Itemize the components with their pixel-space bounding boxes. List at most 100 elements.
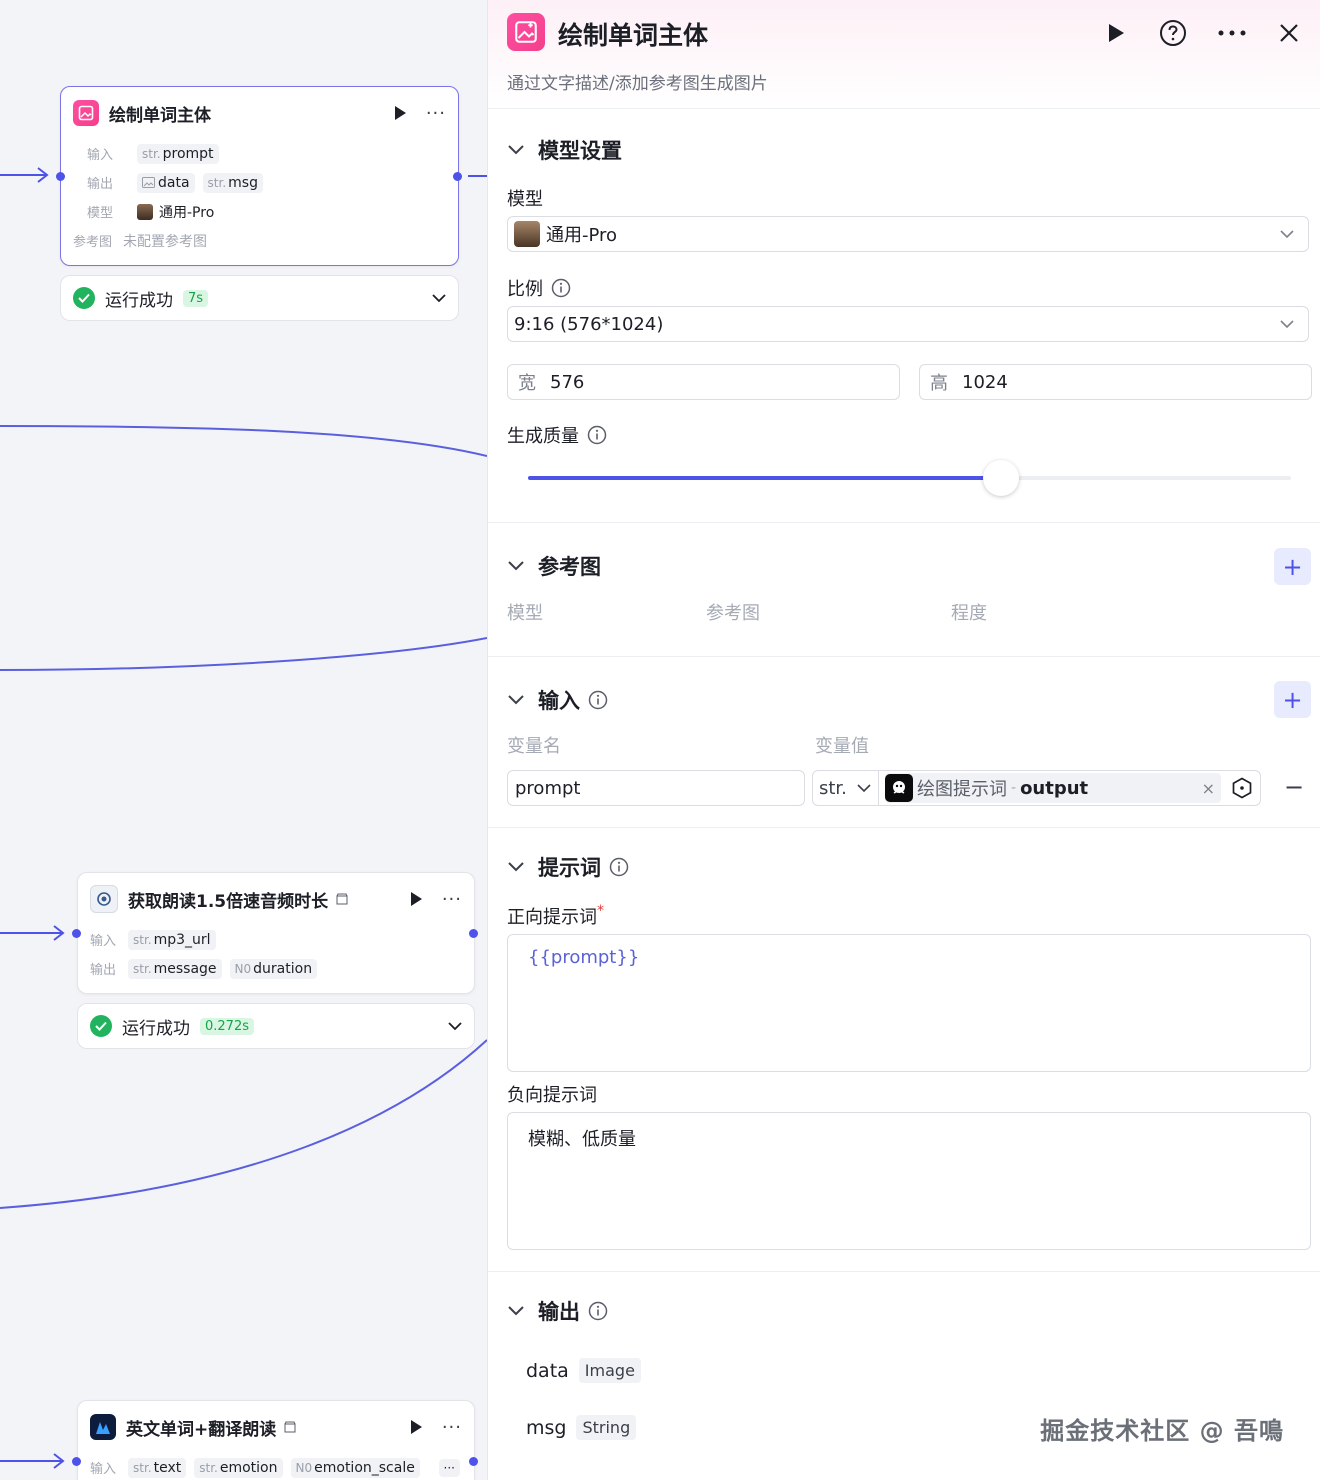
more-icon[interactable]: ···: [441, 1416, 462, 1438]
watermark: 掘金技术社区 @ 吾鳴: [1040, 1417, 1284, 1445]
output-tag-data: data: [137, 172, 195, 193]
input-port[interactable]: [72, 1457, 81, 1466]
node-title: 英文单词+翻译朗读: [126, 1419, 277, 1440]
section-header-input[interactable]: 输入: [508, 685, 608, 715]
node-audio-duration[interactable]: 获取朗读1.5倍速音频时长 ··· 输入 str.mp3_url 输出 str.…: [77, 872, 475, 994]
workflow-canvas[interactable]: 绘制单词主体 ··· 输入 str.prompt 输出 data str.msg…: [0, 0, 487, 1480]
output-port[interactable]: [469, 1457, 478, 1466]
output-tag-message: str.message: [128, 958, 222, 979]
node-draw-word[interactable]: 绘制单词主体 ··· 输入 str.prompt 输出 data str.msg…: [60, 86, 459, 266]
output-port[interactable]: [453, 172, 462, 181]
section-header-output[interactable]: 输出: [508, 1296, 608, 1326]
node-title: 绘制单词主体: [109, 105, 211, 126]
info-icon[interactable]: [609, 857, 629, 877]
chevron-down-icon[interactable]: [448, 1021, 462, 1031]
chevron-down-icon: [1280, 229, 1294, 238]
slider-fill: [528, 476, 1002, 480]
output-port[interactable]: [469, 929, 478, 938]
remove-input-button[interactable]: −: [1284, 773, 1305, 801]
info-icon[interactable]: [588, 690, 608, 710]
variable-picker-icon[interactable]: [1231, 777, 1253, 799]
section-header-prompt[interactable]: 提示词: [508, 852, 629, 882]
ratio-select[interactable]: 9:16 (576*1024): [507, 306, 1309, 342]
plugin-icon: [90, 885, 118, 913]
ref-value: 未配置参考图: [123, 233, 207, 250]
run-node-icon[interactable]: [410, 892, 422, 906]
run-status-node1[interactable]: 运行成功 7s: [60, 275, 459, 321]
positive-prompt-textarea[interactable]: {{prompt}}: [507, 934, 1311, 1072]
node-config-panel: 绘制单词主体 通过文字描述/添加参考图生成图片 模型设置 模型 通用-Pro 比…: [487, 0, 1320, 1480]
tts-icon: [90, 1414, 116, 1440]
input-port[interactable]: [72, 929, 81, 938]
chevron-down-icon[interactable]: [432, 293, 446, 303]
positive-prompt-label: 正向提示词 *: [507, 903, 604, 928]
success-icon: [90, 1015, 112, 1037]
ref-label: 参考图: [73, 235, 113, 250]
node-title: 获取朗读1.5倍速音频时长: [128, 891, 329, 912]
chevron-down-icon: [1280, 319, 1294, 328]
chevron-down-icon[interactable]: [508, 1306, 524, 1316]
close-icon[interactable]: [1274, 18, 1304, 48]
output-item: data Image: [526, 1358, 641, 1383]
ref-chip[interactable]: 绘图提示词 - output ×: [885, 773, 1221, 803]
input-label: 输入: [87, 148, 114, 163]
var-name-input[interactable]: prompt: [507, 770, 805, 806]
clear-icon[interactable]: ×: [1201, 778, 1215, 798]
help-icon[interactable]: [1158, 18, 1188, 48]
add-input-button[interactable]: +: [1274, 681, 1311, 718]
negative-prompt-label: 负向提示词: [507, 1085, 597, 1106]
input-tag-emotion: str.emotion: [194, 1457, 283, 1478]
image-gen-icon: [507, 13, 545, 51]
panel-description: 通过文字描述/添加参考图生成图片: [507, 74, 768, 94]
more-icon[interactable]: ···: [441, 888, 462, 910]
section-header-model[interactable]: 模型设置: [508, 135, 622, 165]
store-icon: [336, 893, 348, 905]
width-input[interactable]: 宽 576: [507, 364, 900, 400]
more-icon[interactable]: ···: [425, 102, 446, 124]
panel-title: 绘制单词主体: [558, 21, 709, 50]
prompt-section: 提示词 正向提示词 * {{prompt}} 负向提示词 模糊、低质量: [488, 828, 1320, 1272]
quality-slider[interactable]: [528, 460, 1291, 496]
panel-header: 绘制单词主体 通过文字描述/添加参考图生成图片: [488, 0, 1320, 109]
chevron-down-icon[interactable]: [508, 145, 524, 155]
model-settings-section: 模型设置 模型 通用-Pro 比例 9:16 (576*1024) 宽 576 …: [488, 109, 1320, 523]
output-tag-msg: str.msg: [202, 172, 263, 193]
slider-thumb[interactable]: [983, 460, 1020, 496]
model-value: 通用-Pro: [159, 204, 215, 221]
more-icon[interactable]: [1217, 18, 1247, 48]
chevron-down-icon[interactable]: [508, 561, 524, 571]
run-status-node2[interactable]: 运行成功 0.272s: [77, 1003, 475, 1049]
chevron-down-icon: [857, 783, 871, 792]
info-icon[interactable]: [588, 1301, 608, 1321]
input-port[interactable]: [56, 172, 65, 181]
store-icon: [284, 1421, 296, 1433]
input-tag-text: str.text: [128, 1457, 187, 1478]
ref-image-section: 参考图 + 模型 参考图 程度: [488, 523, 1320, 657]
info-icon[interactable]: [587, 425, 607, 445]
run-icon[interactable]: [1101, 18, 1131, 48]
run-node-icon[interactable]: [394, 106, 406, 120]
input-section: 输入 + 变量名 变量值 prompt str. 绘图提示词 - output …: [488, 657, 1320, 828]
add-ref-button[interactable]: +: [1274, 548, 1311, 585]
model-avatar: [514, 221, 540, 247]
output-item: msg String: [526, 1415, 637, 1440]
negative-prompt-textarea[interactable]: 模糊、低质量: [507, 1112, 1311, 1250]
var-value-field[interactable]: str. 绘图提示词 - output ×: [812, 770, 1261, 806]
output-label: 输出: [87, 177, 114, 192]
image-gen-icon: [73, 100, 99, 126]
height-input[interactable]: 高 1024: [919, 364, 1312, 400]
chevron-down-icon[interactable]: [508, 695, 524, 705]
chevron-down-icon[interactable]: [508, 862, 524, 872]
info-icon[interactable]: [551, 278, 571, 298]
model-avatar: [137, 203, 153, 220]
type-select[interactable]: str.: [813, 771, 879, 805]
run-node-icon[interactable]: [410, 1420, 422, 1434]
quality-label: 生成质量: [507, 422, 607, 448]
section-header-ref[interactable]: 参考图: [508, 551, 601, 581]
more-inputs[interactable]: ···: [438, 1458, 460, 1477]
connection-wires: [0, 167, 487, 1469]
node-word-translate-read[interactable]: 英文单词+翻译朗读 ··· 输入 str.text str.emotion N0…: [77, 1400, 475, 1480]
model-select[interactable]: 通用-Pro: [507, 216, 1309, 252]
